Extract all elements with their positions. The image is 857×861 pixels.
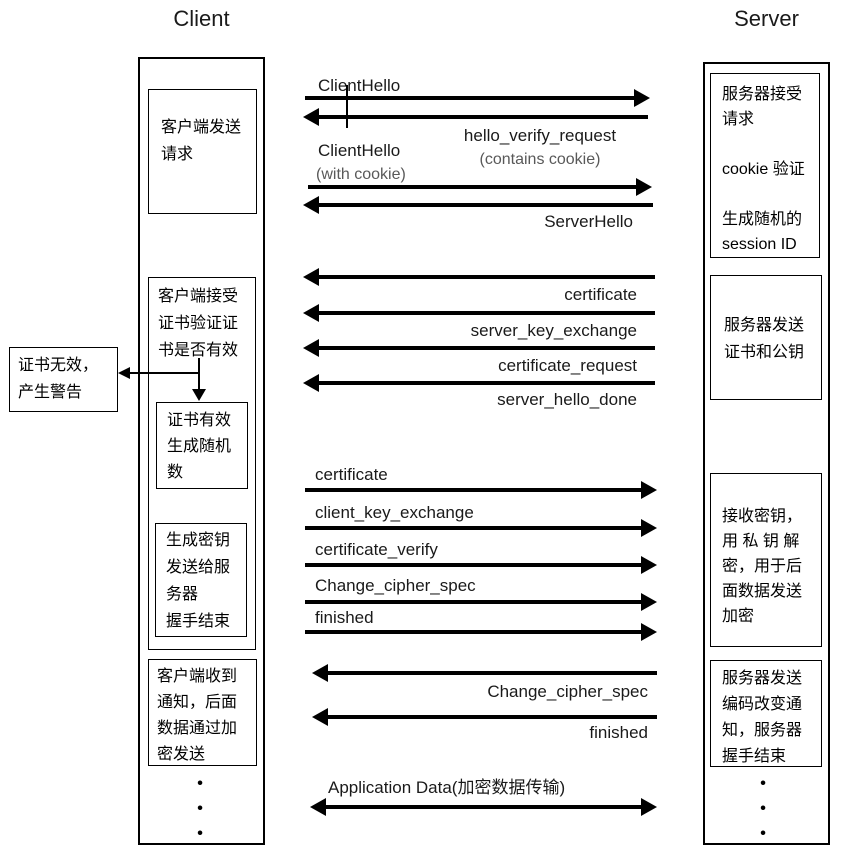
arrow-finished-c2s — [305, 623, 657, 641]
label-finished-c2s: finished — [315, 608, 374, 627]
label-finished-s2c: finished — [589, 723, 648, 742]
label-certificate-c2s: certificate — [315, 465, 388, 484]
gen-key-box: 生成密钥 发送给服 务器 握手结束 — [155, 523, 247, 637]
label-certificate-s2c: certificate — [564, 285, 637, 304]
branch-down-line — [198, 358, 200, 390]
arrow-application-data — [310, 798, 657, 816]
arrow-certificate-c2s — [305, 481, 657, 499]
arrow-hello-verify-request — [303, 108, 648, 126]
server-accept-request-box: 服务器接受 请求 cookie 验证 生成随机的 session ID — [710, 73, 820, 258]
label-server-hello-done: server_hello_done — [497, 390, 637, 409]
client-title: Client — [173, 6, 230, 31]
branch-left-line — [128, 372, 199, 374]
server-ellipsis-dots: • • • — [760, 775, 766, 842]
arrow-server-key-exchange — [303, 304, 655, 322]
cert-valid-box: 证书有效 生成随机 数 — [156, 402, 248, 489]
arrow-serverhello — [303, 196, 653, 214]
arrow-change-cipher-spec-c2s — [305, 593, 657, 611]
label-client-key-exchange: client_key_exchange — [315, 503, 474, 522]
server-title: Server — [734, 6, 799, 31]
packet-tick-mark — [346, 85, 348, 128]
server-send-cert-box: 服务器发送 证书和公钥 — [710, 275, 822, 400]
label-with-cookie: (with cookie) — [316, 166, 406, 183]
label-server-key-exchange: server_key_exchange — [470, 321, 637, 340]
client-ellipsis-dots: • • • — [197, 775, 203, 842]
server-change-notice-box: 服务器发送 编码改变通 知，服务器 握手结束 — [710, 660, 822, 767]
label-certificate-request: certificate_request — [498, 356, 637, 375]
cert-invalid-alert-box: 证书无效， 产生警告 — [9, 347, 118, 412]
arrow-change-cipher-spec-s2c — [312, 664, 657, 682]
arrow-clienthello-1 — [305, 89, 650, 107]
label-certificate-verify: certificate_verify — [315, 540, 438, 559]
client-accept-cert-text: 客户端接受 证书验证证 书是否有效 — [158, 288, 239, 359]
label-hello-verify-request: hello_verify_request — [463, 126, 617, 145]
label-clienthello-2: ClientHello — [318, 141, 401, 160]
server-recv-key-box: 接收密钥， 用 私 钥 解 密，用于后 面数据发送 加密 — [710, 473, 822, 647]
label-change-cipher-spec-s2c: Change_cipher_spec — [487, 682, 648, 701]
arrow-certificate-verify — [305, 556, 657, 574]
client-send-request-box: 客户端发送 请求 — [148, 89, 257, 214]
branch-left-arrowhead-icon — [118, 367, 130, 379]
arrow-client-key-exchange — [305, 519, 657, 537]
client-recv-notice-box: 客户端收到 通知，后面 数据通过加 密发送 — [148, 659, 257, 766]
arrow-certificate-s2c — [303, 268, 655, 286]
label-serverhello: ServerHello — [544, 212, 633, 231]
branch-down-arrowhead-icon — [192, 389, 206, 401]
label-change-cipher-spec-c2s: Change_cipher_spec — [315, 576, 476, 595]
label-application-data: Application Data(加密数据传输) — [328, 778, 566, 797]
arrow-certificate-request — [303, 339, 655, 357]
arrow-clienthello-2 — [308, 178, 652, 196]
arrow-finished-s2c — [312, 708, 657, 726]
label-clienthello-1: ClientHello — [318, 76, 401, 95]
arrow-server-hello-done — [303, 374, 655, 392]
label-contains-cookie: (contains cookie) — [479, 151, 601, 168]
